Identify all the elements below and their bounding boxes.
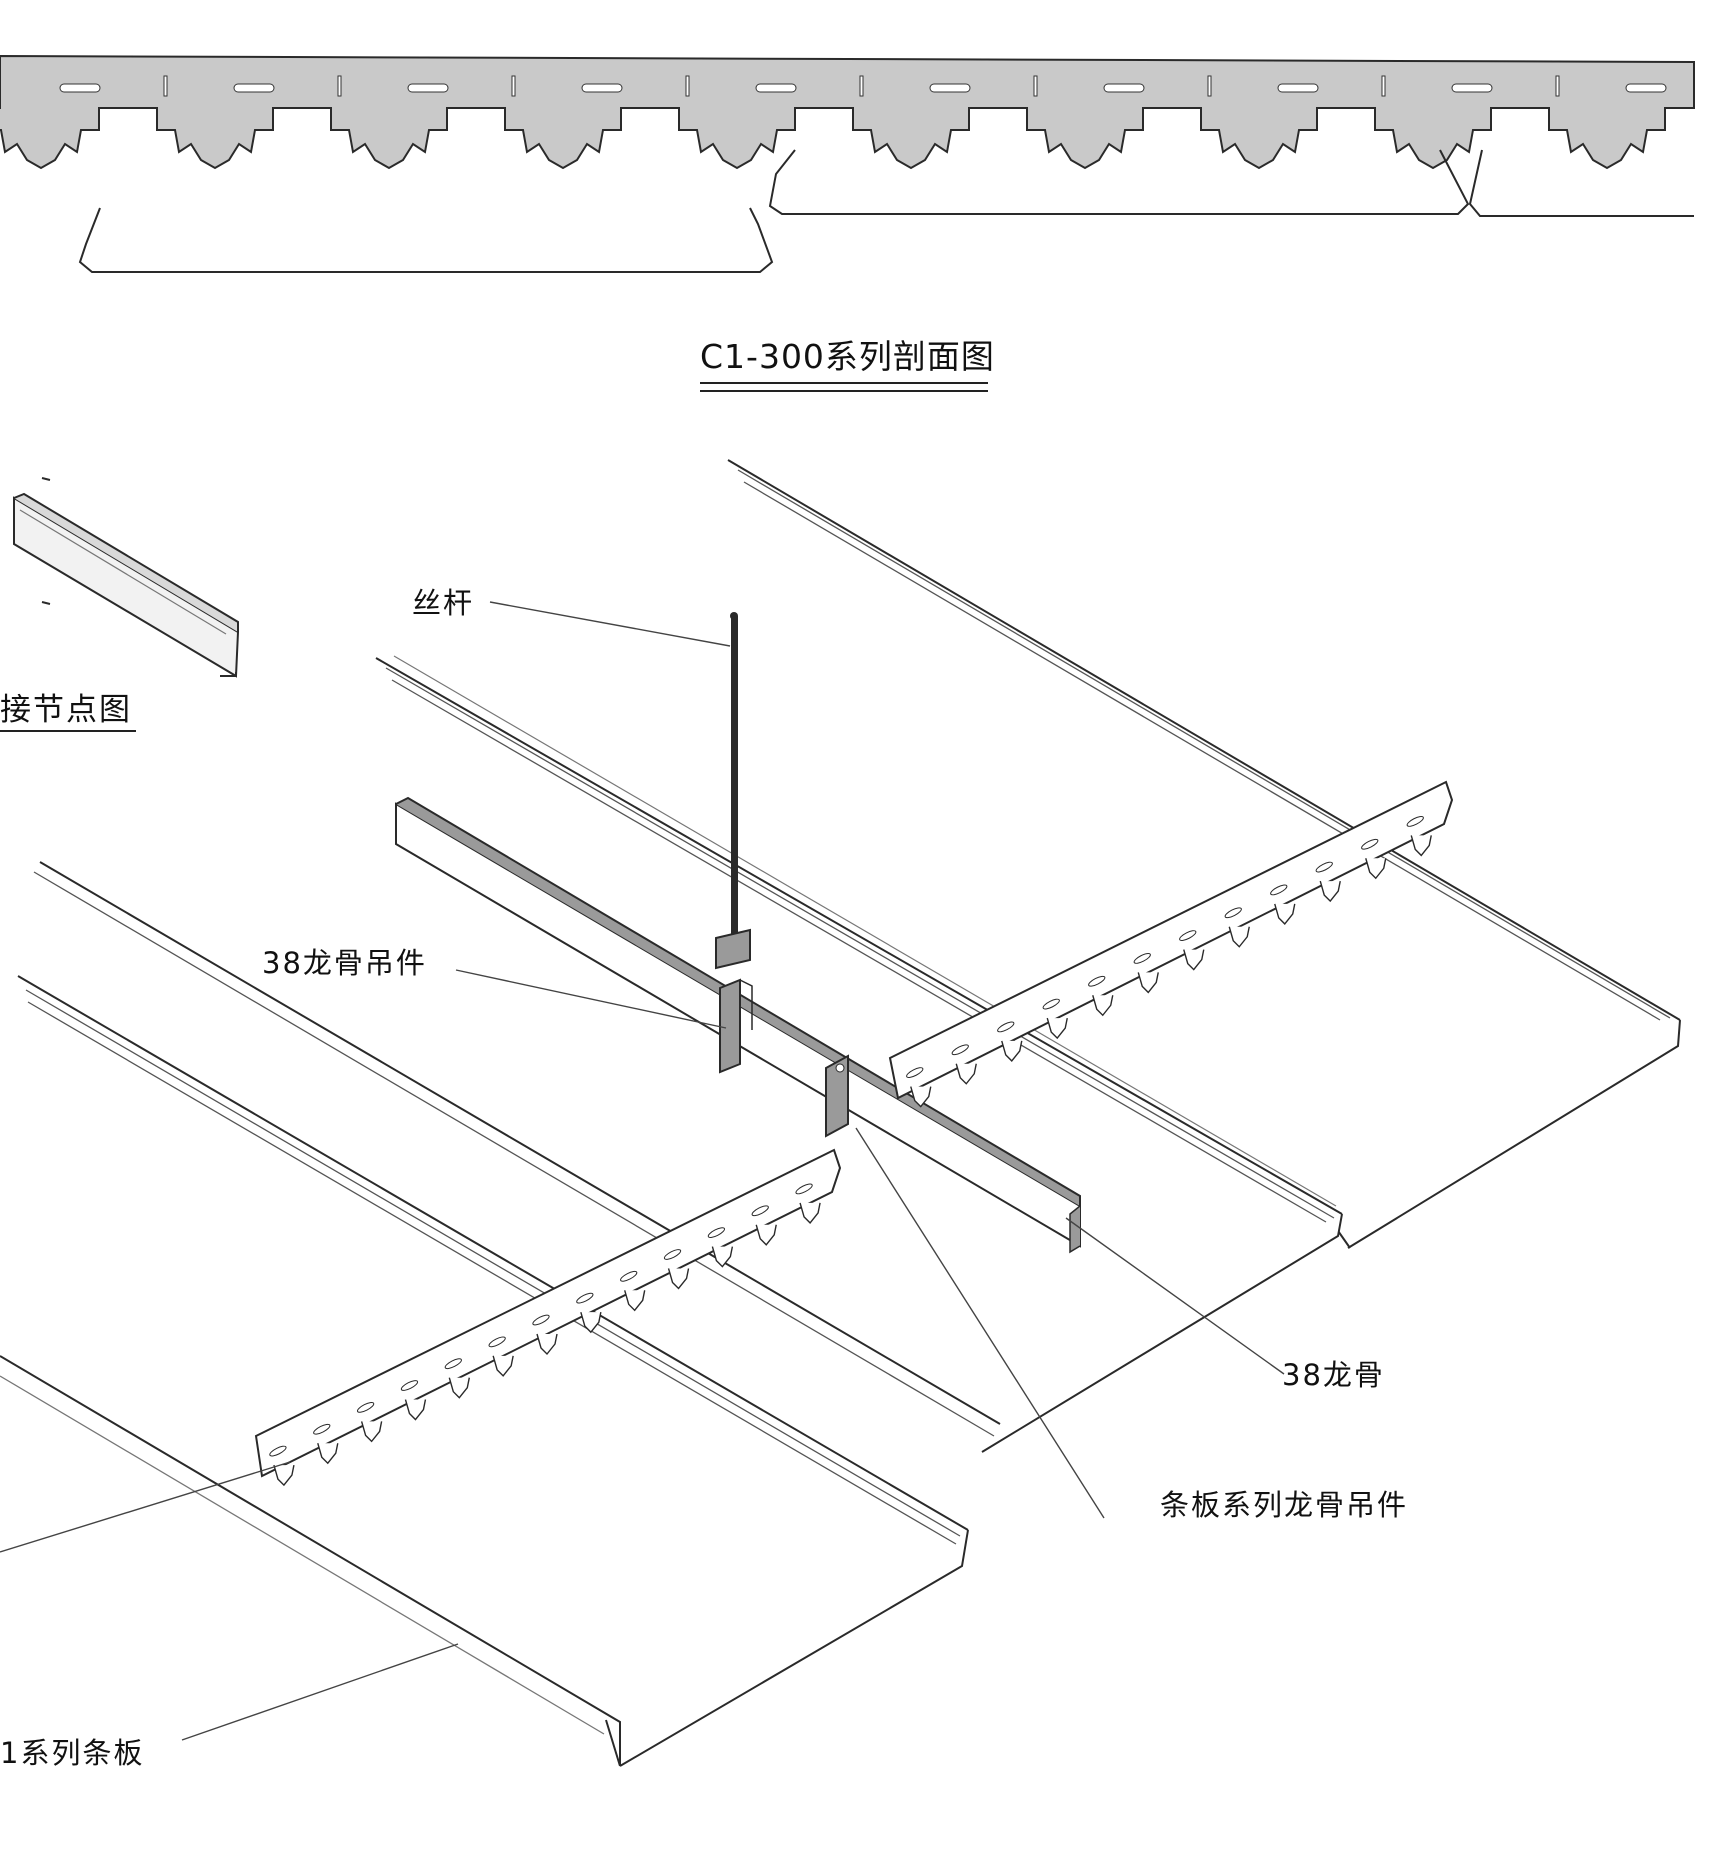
keel-38-hanger [715,928,753,1074]
section-panel-left [78,207,774,273]
section-title: C1-300系列剖面图 [700,337,995,376]
leader-strip-keel-hanger [855,1127,1105,1519]
carrier-rail-front [254,1148,842,1487]
label-strip-keel-hanger: 条板系列龙骨吊件 [1160,1488,1409,1522]
strip-panel-middle [40,655,1343,1453]
node-detail-profile [13,477,240,678]
leader-left-rail [0,1461,291,1553]
leader-keel-38-hanger [455,969,727,1029]
section-panel-right [1468,149,1694,217]
leader-threaded-rod [489,601,731,647]
cross-section-profile [0,54,1695,273]
label-threaded-rod: 丝杆 [412,586,475,620]
node-detail-underline [0,730,136,732]
carrier-rail-back [888,780,1454,1108]
label-strip-panel: 1系列条板 [0,1736,145,1770]
leader-keel-38 [1065,1217,1285,1375]
section-panel-middle [768,149,1470,215]
node-detail-title: 接节点图 [0,692,132,728]
strip-keel-hanger [825,1054,849,1138]
strip-panel-front [0,861,1001,1767]
leader-lines [0,601,1285,1741]
label-keel-38-hanger: 38龙骨吊件 [262,946,427,980]
label-keel-38: 38龙骨 [1282,1358,1385,1392]
threaded-rod [730,612,738,942]
title-underline [700,382,988,384]
strip-panel-far [380,459,1681,1249]
title-underline-2 [700,390,988,392]
isometric-assembly [0,459,1681,1767]
leader-strip-panel [181,1643,459,1741]
carrier-slots [59,75,1667,97]
